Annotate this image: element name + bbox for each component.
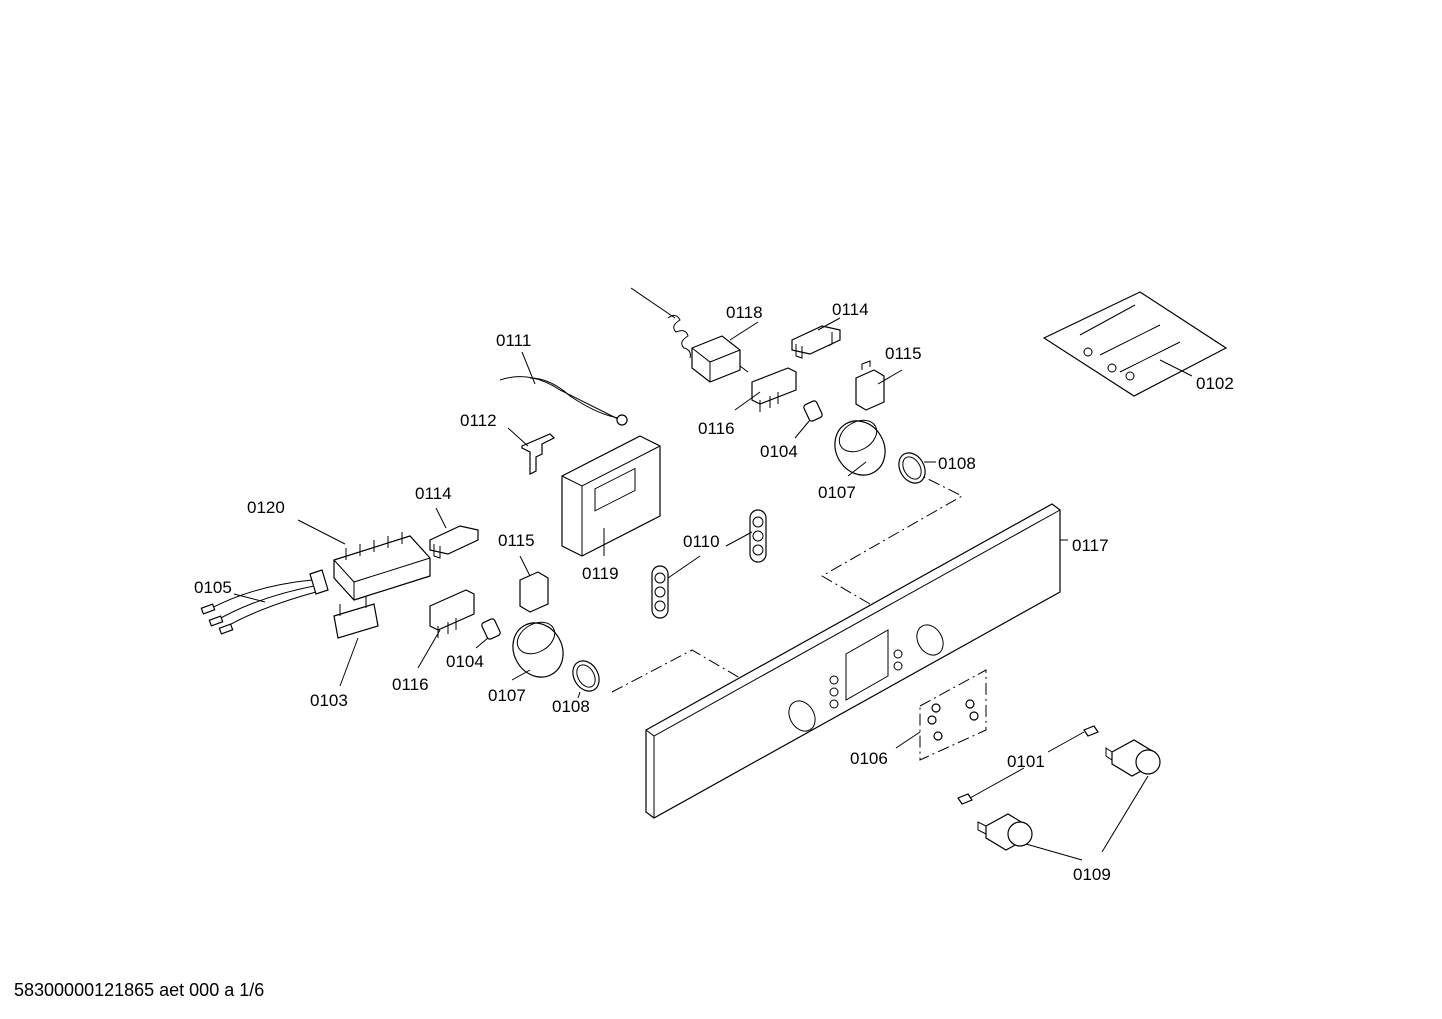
callout-0112: 0112 bbox=[460, 411, 497, 430]
clip-part-top[interactable] bbox=[791, 325, 841, 359]
callout-0110: 0110 bbox=[683, 532, 720, 551]
bracket-part-0103[interactable] bbox=[333, 596, 379, 639]
callout-0108-bottom: 0108 bbox=[552, 697, 590, 716]
bracket-part-0116-bottom[interactable] bbox=[429, 589, 475, 638]
callout-0108-top: 0108 bbox=[938, 454, 976, 473]
electronic-module-part[interactable] bbox=[561, 435, 661, 557]
clip-part-bottom[interactable] bbox=[429, 525, 479, 559]
switch-block-part[interactable] bbox=[309, 532, 431, 601]
callout-0116-top: 0116 bbox=[698, 419, 735, 438]
callout-0104-bottom: 0104 bbox=[446, 652, 484, 671]
callout-0115-top: 0115 bbox=[885, 344, 922, 363]
screw-set-part[interactable] bbox=[919, 669, 987, 761]
callout-0115-bottom: 0115 bbox=[498, 531, 535, 550]
callout-0104-top: 0104 bbox=[760, 442, 798, 461]
callout-0109: 0109 bbox=[1073, 865, 1111, 884]
callout-0107-top: 0107 bbox=[818, 483, 856, 502]
knob-housing-part-bottom[interactable] bbox=[503, 614, 573, 686]
bracket-part-0116-top[interactable] bbox=[751, 367, 797, 412]
callout-0106: 0106 bbox=[850, 749, 888, 768]
button-strip-part-left[interactable] bbox=[651, 565, 669, 619]
cable-part[interactable] bbox=[499, 376, 628, 426]
knob-part-right[interactable] bbox=[1105, 739, 1161, 777]
callout-0117: 0117 bbox=[1072, 536, 1109, 555]
bracket-part-top[interactable] bbox=[855, 360, 885, 411]
callout-0119: 0119 bbox=[582, 564, 619, 583]
callout-0102: 0102 bbox=[1196, 374, 1234, 393]
callout-0111: 0111 bbox=[496, 331, 531, 350]
callout-0101: 0101 bbox=[1007, 752, 1045, 771]
callout-0105: 0105 bbox=[194, 578, 232, 597]
lamp-part-top[interactable] bbox=[803, 400, 823, 422]
callout-0114-top: 0114 bbox=[832, 300, 869, 319]
knob-housing-part-top[interactable] bbox=[825, 412, 895, 484]
control-panel-part[interactable] bbox=[645, 503, 1061, 819]
callout-0103: 0103 bbox=[310, 691, 348, 710]
drawing-code: 58300000121865 aet 000 a 1/6 bbox=[14, 980, 265, 1000]
callout-0118: 0118 bbox=[726, 303, 763, 322]
ring-part-bottom[interactable] bbox=[568, 656, 605, 696]
knob-part-left[interactable] bbox=[977, 813, 1033, 851]
callout-0114-bottom: 0114 bbox=[415, 484, 452, 503]
wire-harness-part[interactable] bbox=[200, 579, 317, 635]
clip-part-0101[interactable] bbox=[957, 725, 1099, 805]
callout-0120: 0120 bbox=[247, 498, 285, 517]
thermostat-part[interactable] bbox=[630, 287, 749, 383]
callout-0116-bottom: 0116 bbox=[392, 675, 429, 694]
lamp-part-bottom[interactable] bbox=[481, 618, 501, 640]
clip-part-0112[interactable] bbox=[521, 433, 556, 475]
button-strip-part-right[interactable] bbox=[749, 509, 767, 563]
bracket-part-bottom[interactable] bbox=[519, 571, 549, 613]
callout-0107-bottom: 0107 bbox=[488, 686, 526, 705]
ring-part-top[interactable] bbox=[894, 448, 931, 488]
